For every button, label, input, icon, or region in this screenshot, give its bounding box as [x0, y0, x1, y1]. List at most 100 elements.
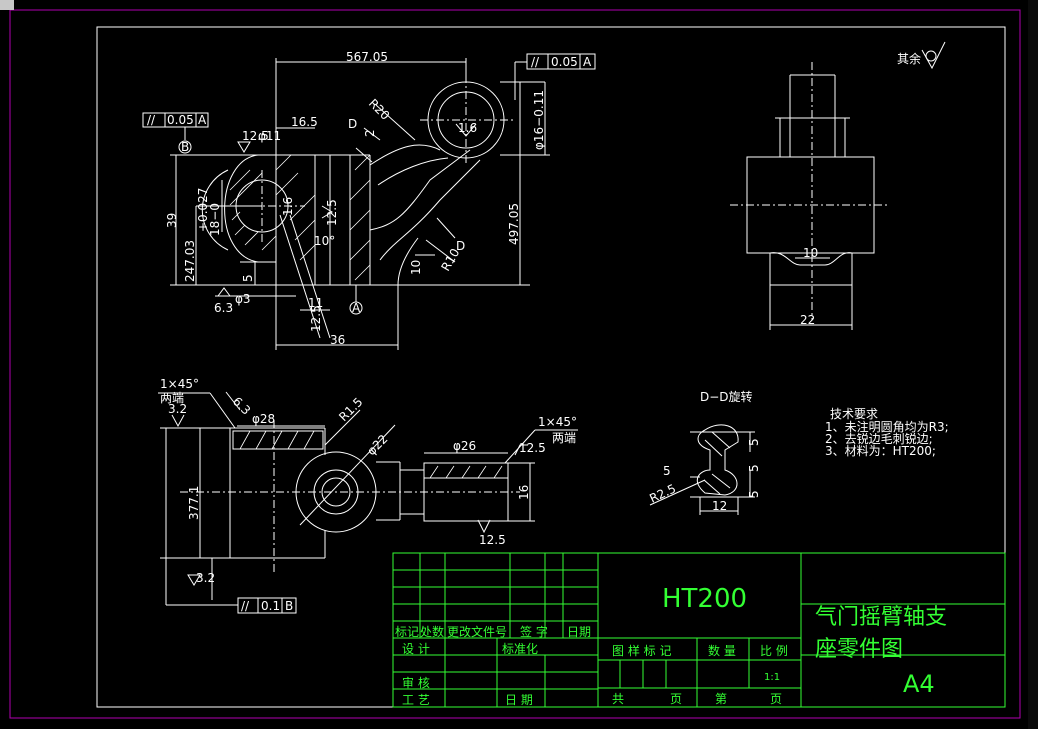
rough-1-6a: 1.6	[281, 197, 295, 216]
dim-11: 11	[308, 296, 323, 310]
dd-dim-5a: 5	[747, 438, 761, 446]
hdr-mark: 标记	[395, 625, 419, 639]
dd-dim-5c: 5	[747, 490, 761, 498]
datum-b: B	[181, 140, 189, 154]
sheet-no-label: 第	[715, 692, 727, 706]
dim-6-3: 6.3	[214, 301, 233, 315]
hdr-sign: 签 字	[520, 624, 548, 639]
rough-12-5-bottom: 12.5	[479, 533, 506, 547]
scale-value: 1:1	[764, 672, 780, 683]
tol-right-ref: A	[583, 55, 592, 69]
tol-b-ref: B	[285, 599, 293, 613]
tol-b-val: 0.1	[261, 599, 280, 613]
row-design: 设 计	[402, 642, 430, 656]
row-review: 审 核	[402, 675, 430, 690]
dd-dim-12: 12	[712, 499, 727, 513]
title-block	[392, 552, 1006, 708]
top-view	[158, 391, 578, 614]
pages-label-1: 页	[670, 692, 682, 706]
datum-a: A	[352, 301, 361, 315]
dim-2: 2	[363, 129, 377, 137]
section-dd-title: D−D旋转	[700, 389, 753, 404]
rough-1-6b: 1.6	[458, 121, 477, 135]
vertical-scrollbar[interactable]	[1028, 0, 1038, 729]
notes-title: 技术要求	[830, 407, 878, 421]
dim-phi26: φ26	[453, 439, 476, 453]
dim-16-5: 16.5	[291, 115, 318, 129]
tol-right-sym: //	[531, 55, 540, 69]
tol-left-val: 0.05	[167, 113, 194, 127]
dim-247: 247.03	[183, 240, 197, 282]
section-mark-d1: D	[348, 117, 357, 131]
dim-10deg: 10°	[314, 234, 335, 248]
technical-notes: 技术要求 1、未注明圆角均为R3; 2、去锐边毛刺锐边; 3、材料为：HT200…	[825, 407, 949, 458]
notes-line3: 3、材料为：HT200;	[825, 444, 936, 458]
material-label: HT200	[662, 584, 747, 614]
title-block-text: HT200 气门摇臂轴支 座零件图 A4 标记 处数 更改文件号 签 字 日期 …	[395, 584, 947, 707]
dim-phi28: φ28	[252, 412, 275, 426]
dim-12-5: 12.5	[242, 129, 269, 143]
rough-3-2a: 3.2	[168, 402, 187, 416]
both-ends-left: 两端	[160, 391, 184, 405]
notes-line2: 2、去锐边毛刺锐边;	[825, 432, 933, 446]
dim-tol: +0.027	[196, 188, 210, 232]
row-date: 日 期	[505, 693, 533, 707]
dd-dim-5-left: 5	[663, 464, 671, 478]
part-name-line1: 气门摇臂轴支	[815, 605, 947, 630]
roughness-other-symbol: 其余	[897, 41, 946, 70]
top-dim-6-3: 6.3	[230, 394, 253, 417]
total-label: 共	[612, 692, 624, 706]
outer-frame	[9, 9, 1021, 719]
main-view	[142, 53, 596, 350]
dim-36: 36	[330, 333, 345, 347]
both-ends-right: 两端	[552, 431, 576, 445]
dim-5: 5	[241, 274, 255, 282]
tol-left-sym: //	[147, 113, 156, 127]
dim-18: 18−0	[208, 203, 222, 236]
quantity-label: 数 量	[708, 643, 736, 658]
row-process: 工 艺	[402, 693, 430, 707]
section-dd	[649, 424, 755, 515]
section-dd-text: D−D旋转 5 5 5 5 R2.5 12	[647, 389, 761, 513]
pages-label-2: 页	[770, 692, 782, 706]
dim-phi16: φ16−0.11	[532, 90, 546, 150]
hdr-date: 日期	[567, 625, 591, 639]
scale-label: 比 例	[760, 644, 788, 658]
dim-phi22: φ22	[364, 432, 390, 458]
sheet-size: A4	[903, 670, 935, 698]
drawing-mark-label: 图 样 标 记	[612, 643, 671, 658]
dim-diam11: φ11	[258, 129, 281, 143]
roughness-other-label: 其余	[897, 51, 921, 66]
dim-r20: R20	[366, 96, 393, 123]
main-view-text: 567.05 16.5 12.5 φ11 39 +0.027 18−0 247.…	[147, 50, 592, 347]
dim-39: 39	[165, 213, 179, 228]
dd-dim-r2-5: R2.5	[647, 481, 678, 505]
dim-377: 377.1	[187, 486, 201, 520]
row-standard: 标准化	[502, 642, 538, 656]
dd-dim-5b: 5	[747, 464, 761, 472]
rough-3-2b: 3.2	[196, 571, 215, 585]
dim-10: 10	[409, 260, 423, 275]
chamfer-right: 1×45°	[538, 415, 577, 429]
notes-line1: 1、未注明圆角均为R3;	[825, 419, 949, 434]
top-view-text: 1×45° 两端 3.2 6.3 φ28 R1.5 φ22 1×45° 两端 1…	[160, 377, 577, 613]
part-name-line2: 座零件图	[815, 637, 903, 662]
rough-12-5c: 12.5	[309, 305, 323, 332]
tol-right-val: 0.05	[551, 55, 578, 69]
section-mark-d2: D	[456, 239, 465, 253]
tol-b-sym: //	[241, 599, 250, 613]
dim-16: 16	[517, 485, 531, 500]
dim-497: 497.05	[507, 203, 521, 245]
side-dim-10: 10	[803, 246, 818, 260]
rough-12-5b: 12.5	[325, 199, 339, 226]
dim-diam3: φ3	[235, 292, 251, 306]
dim-567: 567.05	[346, 50, 388, 64]
window-corner	[0, 0, 14, 10]
tol-left-ref: A	[198, 113, 207, 127]
hdr-count: 处数	[420, 624, 444, 639]
side-view	[730, 62, 890, 330]
hdr-change: 更改文件号	[447, 624, 507, 639]
top-rough-12-5: 12.5	[519, 441, 546, 455]
side-dim-22: 22	[800, 313, 815, 327]
